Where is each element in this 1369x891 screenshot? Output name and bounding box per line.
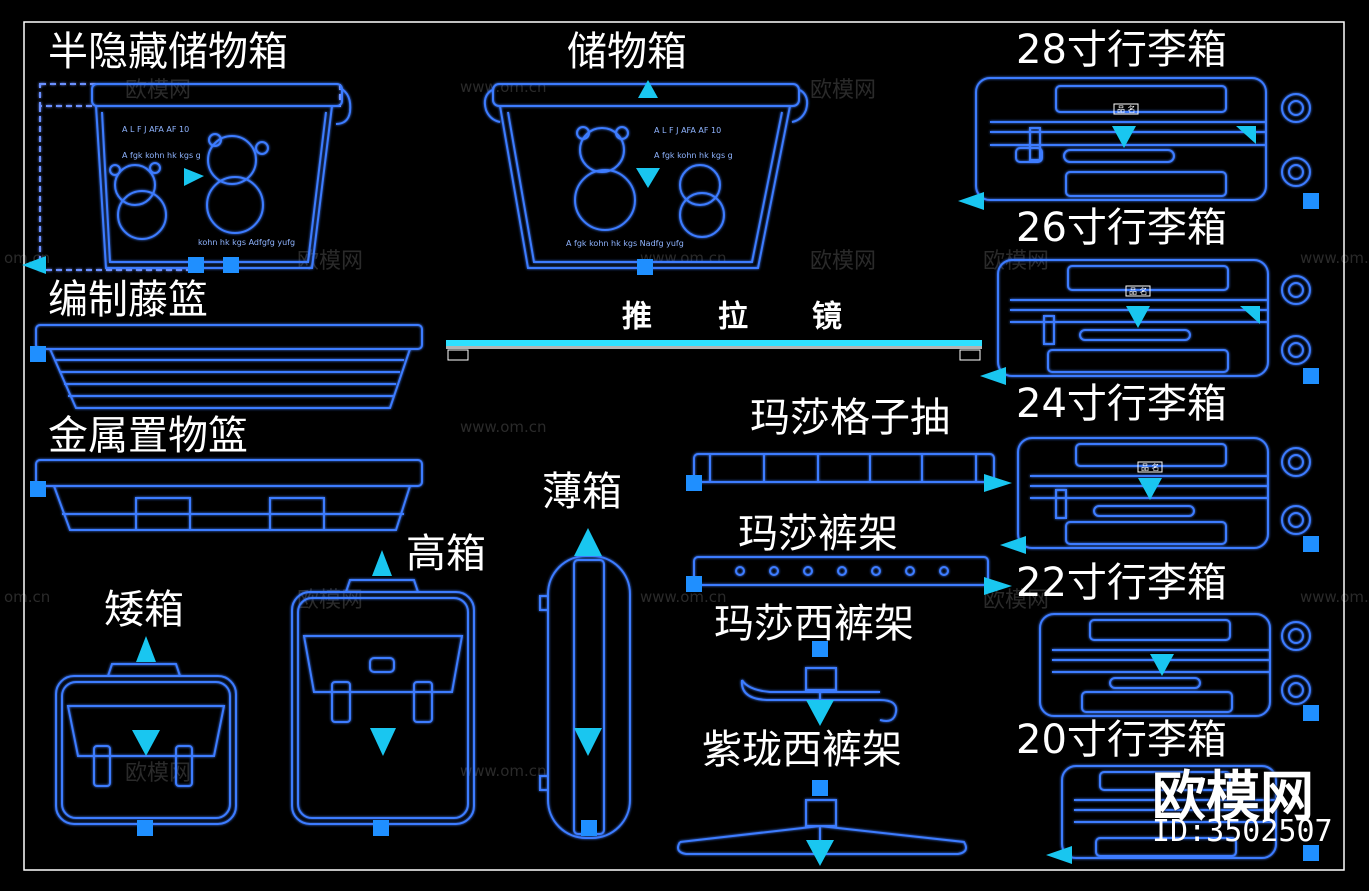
box-print-text: kohn hk kgs Adfgfg yufg xyxy=(198,238,295,247)
insertion-point-marker xyxy=(637,259,653,275)
insertion-point-marker xyxy=(223,257,239,273)
label-sliding-mirror-char-2: 拉 xyxy=(712,300,747,330)
label-sliding-mirror-char-1: 推 xyxy=(616,300,651,330)
suitcase-tag-text: 品 名 xyxy=(1129,286,1148,296)
tall-box-drawing xyxy=(291,579,475,825)
grip-arrow xyxy=(136,636,156,662)
label-suitcase-26: 26寸行李箱 xyxy=(1016,205,1227,251)
insertion-point-marker xyxy=(30,481,46,497)
insertion-point-marker xyxy=(1303,705,1319,721)
thin-box-drawing xyxy=(539,555,631,839)
box-print-text: A fgk kohn hk kgs g xyxy=(654,151,733,160)
insertion-point-marker xyxy=(686,475,702,491)
insertion-point-marker xyxy=(1303,368,1319,384)
label-suitcase-24: 24寸行李箱 xyxy=(1016,381,1227,427)
grip-arrow xyxy=(370,728,396,756)
grip-arrow xyxy=(1236,126,1256,144)
drawing-frame xyxy=(23,21,1345,871)
label-half-hidden-storage-box: 半隐藏储物箱 xyxy=(48,29,288,75)
grip-arrow xyxy=(1000,536,1026,554)
grip-arrow xyxy=(1240,306,1260,324)
label-metal-basket: 金属置物篮 xyxy=(48,413,248,459)
grip-arrow xyxy=(22,256,46,274)
label-pants-rack: 玛莎裤架 xyxy=(738,511,898,557)
watermark-text: 欧模网 xyxy=(810,78,877,103)
insertion-point-marker xyxy=(1303,193,1319,209)
grip-arrow xyxy=(1150,654,1174,676)
grip-arrow xyxy=(1126,306,1150,328)
sliding-mirror-drawing xyxy=(446,340,982,361)
watermark-url: www.om.cn xyxy=(460,762,547,780)
label-short-box: 矮箱 xyxy=(104,587,184,633)
grid-drawer-drawing xyxy=(693,453,995,483)
insertion-point-marker xyxy=(812,641,828,657)
watermark-url: om.cn xyxy=(4,588,51,606)
watermark-url: www.om.cn xyxy=(1300,249,1369,267)
grip-arrow xyxy=(806,700,834,726)
suitcase-tag-text: 品 名 xyxy=(1117,104,1136,114)
insertion-point-marker xyxy=(1303,845,1319,861)
insertion-point-marker xyxy=(373,820,389,836)
label-suitcase-22: 22寸行李箱 xyxy=(1016,560,1227,606)
suitcase-28-drawing xyxy=(975,77,1311,201)
label-sliding-mirror-char-3: 镜 xyxy=(806,300,841,330)
watermark-url: www.om.cn xyxy=(640,588,727,606)
grip-arrow xyxy=(372,550,392,576)
box-print-text: A fgk kohn hk kgs g xyxy=(122,151,201,160)
grip-arrow xyxy=(574,528,602,556)
brand-id: ID:3502507 xyxy=(1152,814,1333,849)
grip-arrow xyxy=(636,168,660,188)
grip-arrow xyxy=(984,474,1012,492)
label-suitcase-20: 20寸行李箱 xyxy=(1016,717,1227,763)
grip-arrow xyxy=(980,367,1006,385)
insertion-point-marker xyxy=(1303,536,1319,552)
grip-arrow xyxy=(806,840,834,866)
grip-arrow xyxy=(132,730,160,756)
pants-rack-drawing xyxy=(693,556,989,586)
watermark-url: www.om.cn xyxy=(460,418,547,436)
insertion-point-marker xyxy=(137,820,153,836)
grip-arrow xyxy=(1138,478,1162,500)
label-trouser-rack: 玛莎西裤架 xyxy=(714,601,914,647)
watermark-text: 欧模网 xyxy=(983,249,1050,274)
suitcase-tag-text: 品 名 xyxy=(1141,462,1160,472)
suitcase-20-drawing xyxy=(1061,765,1277,859)
box-print-text: A L F J AFA AF 10 xyxy=(122,125,189,134)
suitcase-22-drawing xyxy=(1039,613,1311,717)
insertion-point-marker xyxy=(686,576,702,592)
insertion-point-marker xyxy=(812,780,828,796)
watermark-url: www.om.cn xyxy=(460,78,547,96)
box-print-text: A L F J AFA AF 10 xyxy=(654,126,721,135)
label-grid-drawer: 玛莎格子抽 xyxy=(750,395,950,441)
label-thin-box: 薄箱 xyxy=(542,469,622,515)
watermark-text: 欧模网 xyxy=(983,588,1050,613)
grip-arrow xyxy=(184,168,204,186)
watermark-text: 欧模网 xyxy=(125,78,192,103)
grip-arrow xyxy=(1046,846,1072,864)
box-print-text: A fgk kohn hk kgs Nadfg yufg xyxy=(566,239,684,248)
grip-arrow xyxy=(984,577,1012,595)
watermark-text: 欧模网 xyxy=(125,761,192,786)
grip-arrow xyxy=(574,728,602,756)
insertion-point-marker xyxy=(581,820,597,836)
insertion-point-marker xyxy=(30,346,46,362)
brand-watermark: 欧模网 xyxy=(1152,765,1314,828)
woven-basket-drawing xyxy=(35,324,423,409)
suitcase-26-drawing xyxy=(997,259,1311,377)
suitcase-24-drawing xyxy=(1017,437,1311,549)
metal-basket-drawing xyxy=(35,459,423,531)
watermark-url: www.om.cn xyxy=(1300,588,1369,606)
label-tall-box: 高箱 xyxy=(406,531,486,577)
grip-arrow xyxy=(958,192,984,210)
label-woven-basket: 编制藤篮 xyxy=(48,277,208,323)
label-suitcase-28: 28寸行李箱 xyxy=(1016,27,1227,73)
grip-arrow xyxy=(638,80,658,98)
watermark-text: 欧模网 xyxy=(810,249,877,274)
grip-arrow xyxy=(1112,126,1136,148)
insertion-point-marker xyxy=(188,257,204,273)
label-purple-trouser-rack: 紫珑西裤架 xyxy=(702,727,902,773)
label-storage-box: 储物箱 xyxy=(567,29,687,75)
